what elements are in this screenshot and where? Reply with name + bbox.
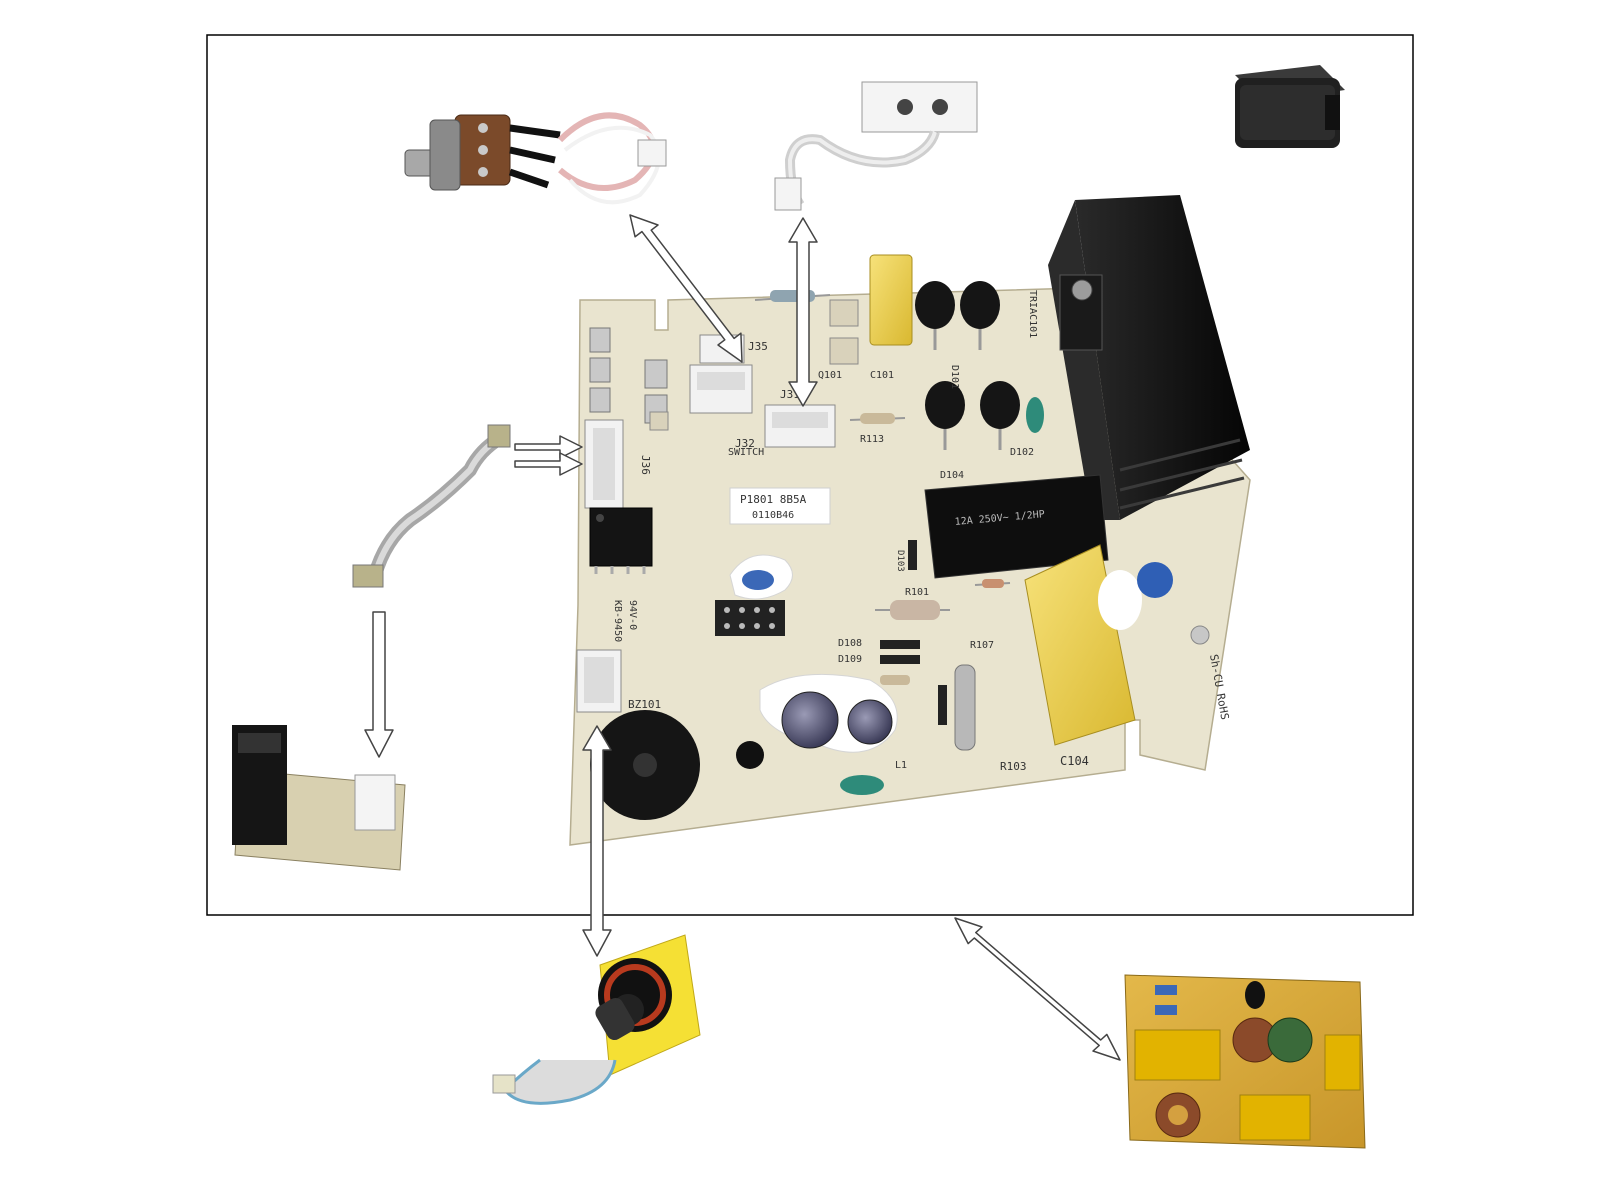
arrow-ribbon-to-sensor <box>364 611 394 758</box>
ribbon-cable-icon <box>352 424 511 588</box>
part-label-sticker <box>729 487 831 525</box>
label-j36: J36 <box>639 455 652 475</box>
signal-diodes: D108 D109 D103 <box>838 540 947 725</box>
label-c104: C104 <box>1060 754 1089 768</box>
label-triac: TRIAC101 <box>1027 290 1038 338</box>
label-l1: L1 <box>895 760 907 771</box>
label-rating: 94V-0 <box>627 600 638 630</box>
label-r107: R107 <box>970 640 994 651</box>
label-d101: D101 <box>949 365 960 389</box>
display-board-icon <box>774 81 978 211</box>
arrow-potentiometer-to-j32 <box>629 214 743 363</box>
power-diodes: D101 D102 D104 <box>915 281 1034 481</box>
label-kb: KB-9450 <box>612 600 623 642</box>
electrolytic-capacitors <box>736 673 898 769</box>
rotary-switch-icon <box>492 934 701 1105</box>
arrow-connector-to-rotary-switch <box>582 725 612 957</box>
arrow-frame-to-emi-filter <box>954 917 1121 1061</box>
inductor-l1 <box>840 775 884 795</box>
label-d104: D104 <box>940 470 964 481</box>
main-control-board: J36 J32 J35 J31 SWITCH <box>569 195 1251 846</box>
label-bz101: BZ101 <box>628 698 661 711</box>
part-number: P1801 8B5A <box>740 493 807 506</box>
label-j32: J32 <box>735 437 755 450</box>
arrow-ribbon-to-j36-lower <box>514 452 583 476</box>
small-connectors <box>649 299 859 431</box>
label-d102: D102 <box>1010 447 1034 458</box>
label-r101: R101 <box>905 587 929 598</box>
pin-header <box>715 600 785 636</box>
connector-j32: J32 <box>689 364 755 450</box>
x-capacitor-small: C101 <box>869 254 913 381</box>
resistors: R113 R101 R107 <box>754 290 1011 751</box>
heatsink-screw <box>1071 279 1093 301</box>
label-r113: R113 <box>860 434 884 445</box>
label-d103: D103 <box>895 550 905 572</box>
connector-j31: J31 SWITCH <box>728 388 836 458</box>
potentiometer-icon <box>404 112 667 205</box>
ferrite-core-icon <box>1235 65 1345 148</box>
connector-j36: J36 <box>584 419 652 509</box>
main-board-frame <box>206 34 1414 916</box>
sensor-board-icon <box>232 725 406 871</box>
label-switch: SWITCH <box>728 447 764 458</box>
label-q101: Q101 <box>818 370 842 381</box>
label-c101: C101 <box>870 370 894 381</box>
heatsink <box>1048 195 1250 520</box>
lot-code: 0110B46 <box>752 510 794 521</box>
connector-bz <box>576 649 622 713</box>
emi-filter-board-icon <box>1124 974 1366 1149</box>
label-d108: D108 <box>838 638 862 649</box>
x-capacitor-large <box>1024 544 1142 746</box>
label-d109: D109 <box>838 654 862 665</box>
label-r103: R103 <box>1000 760 1027 773</box>
safety-capacitor <box>729 554 793 600</box>
ground-lug <box>1190 625 1210 645</box>
inductor-small <box>1026 397 1044 433</box>
label-j35: J35 <box>748 340 768 353</box>
ic-chip <box>589 507 653 574</box>
arrow-display-to-j31 <box>788 217 818 407</box>
triac <box>1059 274 1103 351</box>
buzzer: BZ101 <box>590 698 700 820</box>
arrow-ribbon-to-j36 <box>514 435 583 459</box>
relay: 12A 250V~ 1/2HP <box>924 474 1109 579</box>
blue-capacitor <box>1137 562 1173 598</box>
